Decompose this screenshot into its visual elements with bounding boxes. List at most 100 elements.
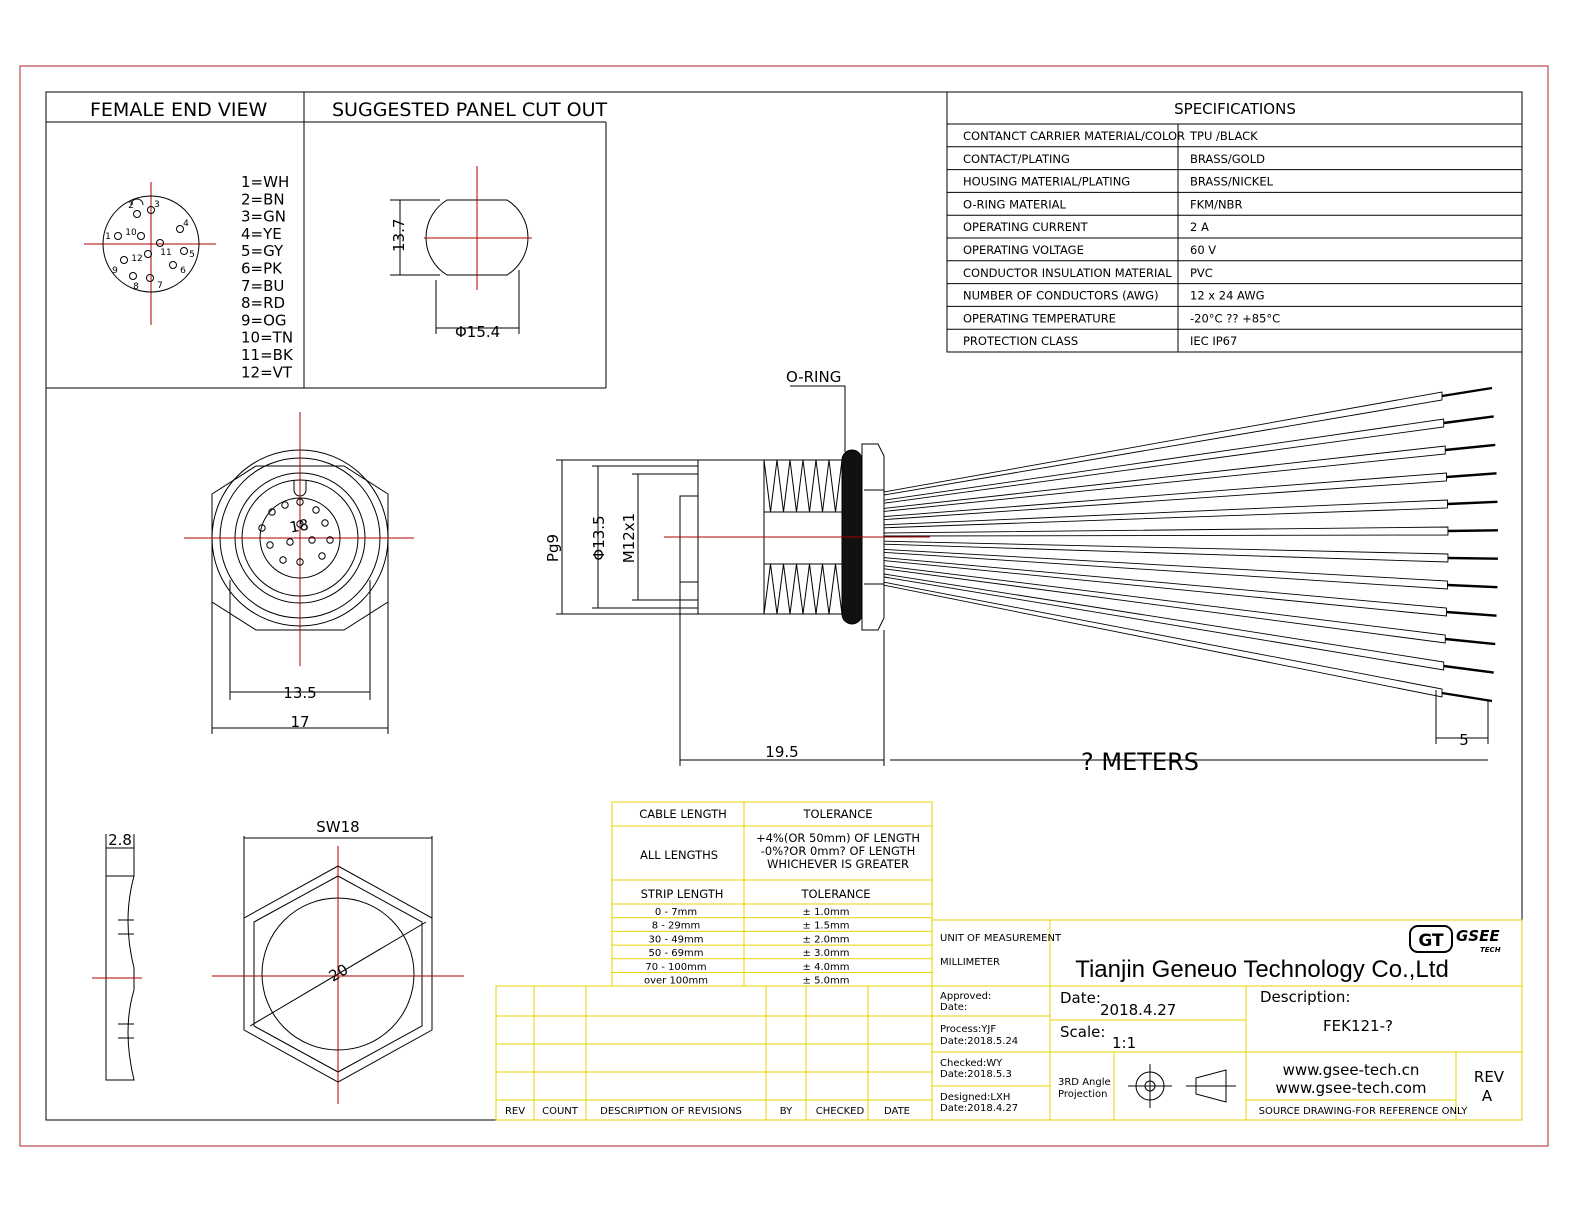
description-label: Description:: [1260, 988, 1350, 1006]
pin-number: 1: [105, 232, 111, 242]
nut-side-view: [92, 834, 142, 1081]
tol-header-cable: CABLE LENGTH: [639, 807, 727, 821]
spec-name: OPERATING VOLTAGE: [963, 243, 1084, 257]
strip-tolerance: ± 5.0mm: [803, 976, 850, 987]
pin-hole: [147, 206, 155, 214]
panel-cutout: [390, 166, 532, 334]
pin-legend-item: 5=GY: [241, 242, 284, 260]
process-date: Date:2018.5.24: [940, 1036, 1018, 1047]
pin-number: 4: [183, 219, 189, 229]
wire: [883, 581, 1443, 698]
spec-value: BRASS/GOLD: [1190, 152, 1265, 166]
spec-value: -20°C ?? +85°C: [1190, 311, 1280, 325]
spec-name: OPERATING TEMPERATURE: [963, 311, 1116, 325]
female-end-view: [46, 92, 607, 389]
nut-thickness-dim: 2.8: [108, 831, 132, 849]
tol-header-strip: STRIP LENGTH: [641, 887, 724, 901]
website-com: www.gsee-tech.com: [1275, 1079, 1426, 1097]
spec-value: IEC IP67: [1190, 334, 1237, 348]
front-pin: [286, 538, 294, 546]
wire-tip: [1445, 637, 1496, 646]
tol-header-tol2: TOLERANCE: [800, 887, 870, 901]
projection-line1: 3RD Angle: [1058, 1077, 1111, 1088]
front-pin: [279, 556, 287, 564]
pin-number: 9: [112, 266, 118, 276]
nut-sw-dim: SW18: [316, 818, 359, 836]
rev-header: COUNT: [542, 1106, 579, 1117]
tol-all-line1: +4%(OR 50mm) OF LENGTH: [756, 831, 920, 845]
strip-length: 8 - 29mm: [652, 921, 701, 932]
oring-label: O-RING: [786, 368, 841, 386]
pin-legend-item: 8=RD: [241, 294, 285, 312]
female-end-title: FEMALE END VIEW: [90, 99, 267, 121]
gsee-logo: GT GSEE TECH: [1409, 925, 1501, 954]
wire-tip: [1447, 529, 1498, 533]
checked-date: Date:2018.5.3: [940, 1069, 1012, 1080]
pin-number: 10: [125, 228, 137, 238]
spec-name: O-RING MATERIAL: [963, 197, 1067, 211]
front-inner-dim: 13.5: [283, 684, 316, 702]
website-cn: www.gsee-tech.cn: [1283, 1061, 1420, 1079]
front-hex-view: [184, 412, 414, 734]
front-pin: [258, 524, 266, 532]
rev-header: DESCRIPTION OF REVISIONS: [600, 1106, 742, 1117]
wire: [883, 526, 1449, 537]
strip-length: 70 - 100mm: [645, 962, 706, 973]
spec-name: OPERATING CURRENT: [963, 220, 1089, 234]
front-pin: [326, 536, 334, 544]
scale-value: 1:1: [1112, 1034, 1136, 1052]
specs-title: SPECIFICATIONS: [1174, 100, 1296, 118]
specifications-table: [946, 91, 1523, 353]
nut-dia-dim: 20: [326, 960, 352, 985]
wire-tip: [1447, 583, 1498, 589]
spec-value: BRASS/NICKEL: [1190, 175, 1274, 189]
logo-tech: TECH: [1480, 946, 1501, 954]
panel-height-dim: 13.7: [390, 219, 408, 252]
description-value: FEK121-?: [1323, 1017, 1393, 1035]
front-pin: [296, 558, 304, 566]
spec-name: NUMBER OF CONDUCTORS (AWG): [963, 289, 1159, 303]
wire: [883, 418, 1445, 504]
spec-value: 12 x 24 AWG: [1190, 289, 1265, 303]
tol-all-line2: -0%?OR 0mm? OF LENGTH: [761, 844, 915, 858]
pin-number: 3: [154, 200, 160, 210]
panel-cut-title: SUGGESTED PANEL CUT OUT: [332, 99, 608, 121]
rev-label: REV: [1474, 1068, 1505, 1086]
outer-border: [19, 65, 1549, 1147]
nut-front-view: [212, 836, 464, 1104]
pin-hole: [129, 272, 137, 280]
company-name: Tianjin Geneuo Technology Co.,Ltd: [1075, 956, 1449, 983]
tol-header-tol: TOLERANCE: [802, 807, 872, 821]
strip-tolerance: ± 2.0mm: [803, 934, 850, 945]
rev-header: REV: [505, 1106, 525, 1117]
pin-number: 8: [133, 282, 139, 292]
pin-legend-item: 2=BN: [241, 190, 285, 208]
spec-value: FKM/NBR: [1190, 197, 1242, 211]
pin-hole: [133, 210, 141, 218]
pin-number: 5: [189, 250, 195, 260]
wire-tip: [1446, 472, 1497, 479]
wire-tip: [1445, 443, 1496, 452]
rev-header: BY: [780, 1106, 793, 1117]
date-value: 2018.4.27: [1100, 1001, 1176, 1019]
logo-gt: GT: [1418, 931, 1444, 951]
scale-label: Scale:: [1060, 1023, 1105, 1041]
strip-length: 30 - 49mm: [649, 934, 704, 945]
pin-hole: [169, 261, 177, 269]
side-view: [556, 385, 1489, 766]
designed-label: Designed:LXH: [940, 1092, 1010, 1103]
spec-value: 2 A: [1190, 220, 1209, 234]
tol-all-line3: WHICHEVER IS GREATER: [767, 857, 909, 871]
pin-legend-item: 6=PK: [241, 260, 283, 278]
pin-hole: [137, 232, 145, 240]
pin-legend-item: 9=OG: [241, 311, 287, 329]
pin-legend-item: 7=BU: [241, 277, 284, 295]
projection-symbol: [1128, 1064, 1236, 1108]
pin-hole: [156, 239, 164, 247]
tol-all-lengths: ALL LENGTHS: [640, 848, 718, 862]
wire-tip: [1447, 500, 1498, 506]
strip-dim: 5: [1459, 731, 1469, 749]
front-pin: [321, 519, 329, 527]
checked-label: Checked:WY: [940, 1058, 1003, 1069]
